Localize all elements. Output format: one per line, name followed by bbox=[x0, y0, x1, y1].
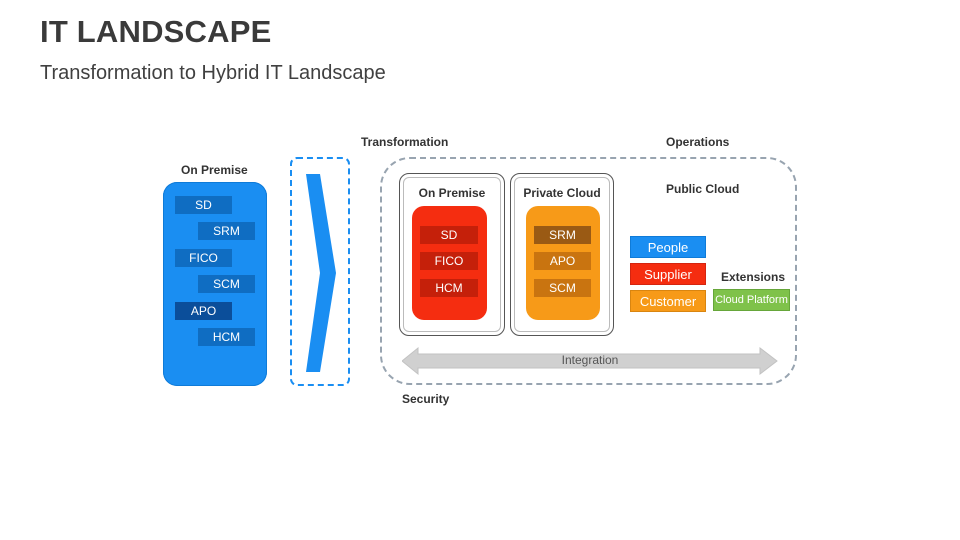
page-title: IT LANDSCAPE bbox=[40, 14, 272, 49]
hybrid-landscape-box bbox=[380, 157, 797, 385]
transformation-box bbox=[290, 157, 350, 386]
private-cloud-card-label: Private Cloud bbox=[523, 186, 601, 200]
module-tag-scm: SCM bbox=[534, 279, 591, 297]
public-cloud-customer: Customer bbox=[630, 290, 706, 312]
module-tag-srm: SRM bbox=[198, 222, 255, 240]
left-panel-label: On Premise bbox=[181, 163, 248, 177]
integration-arrow-icon bbox=[402, 346, 778, 376]
extensions-label: Extensions bbox=[721, 270, 786, 284]
public-cloud-supplier: Supplier bbox=[630, 263, 706, 285]
public-cloud-label: Public Cloud bbox=[666, 182, 740, 196]
chevron-arrow-icon bbox=[306, 174, 336, 372]
module-tag-sd: SD bbox=[175, 196, 232, 214]
private-cloud-module-stack: SRM APO SCM bbox=[526, 206, 600, 320]
module-tag-srm: SRM bbox=[534, 226, 591, 244]
module-tag-fico: FICO bbox=[175, 249, 232, 267]
on-premise-panel: SD SRM FICO SCM APO HCM bbox=[163, 182, 267, 386]
on-premise-card-label: On Premise bbox=[418, 186, 486, 200]
module-tag-scm: SCM bbox=[198, 275, 255, 293]
module-tag-hcm: HCM bbox=[420, 279, 478, 297]
cloud-platform-tag: Cloud Platform bbox=[713, 289, 790, 311]
on-premise-module-stack: SD FICO HCM bbox=[412, 206, 487, 320]
security-label: Security bbox=[402, 392, 450, 406]
integration-label: Integration bbox=[561, 353, 619, 367]
module-tag-apo: APO bbox=[175, 302, 232, 320]
module-tag-fico: FICO bbox=[420, 252, 478, 270]
public-cloud-people: People bbox=[630, 236, 706, 258]
page-subtitle: Transformation to Hybrid IT Landscape bbox=[40, 62, 386, 84]
module-tag-sd: SD bbox=[420, 226, 478, 244]
transformation-label: Transformation bbox=[361, 135, 449, 149]
operations-label: Operations bbox=[666, 135, 730, 149]
module-tag-apo: APO bbox=[534, 252, 591, 270]
module-tag-hcm: HCM bbox=[198, 328, 255, 346]
